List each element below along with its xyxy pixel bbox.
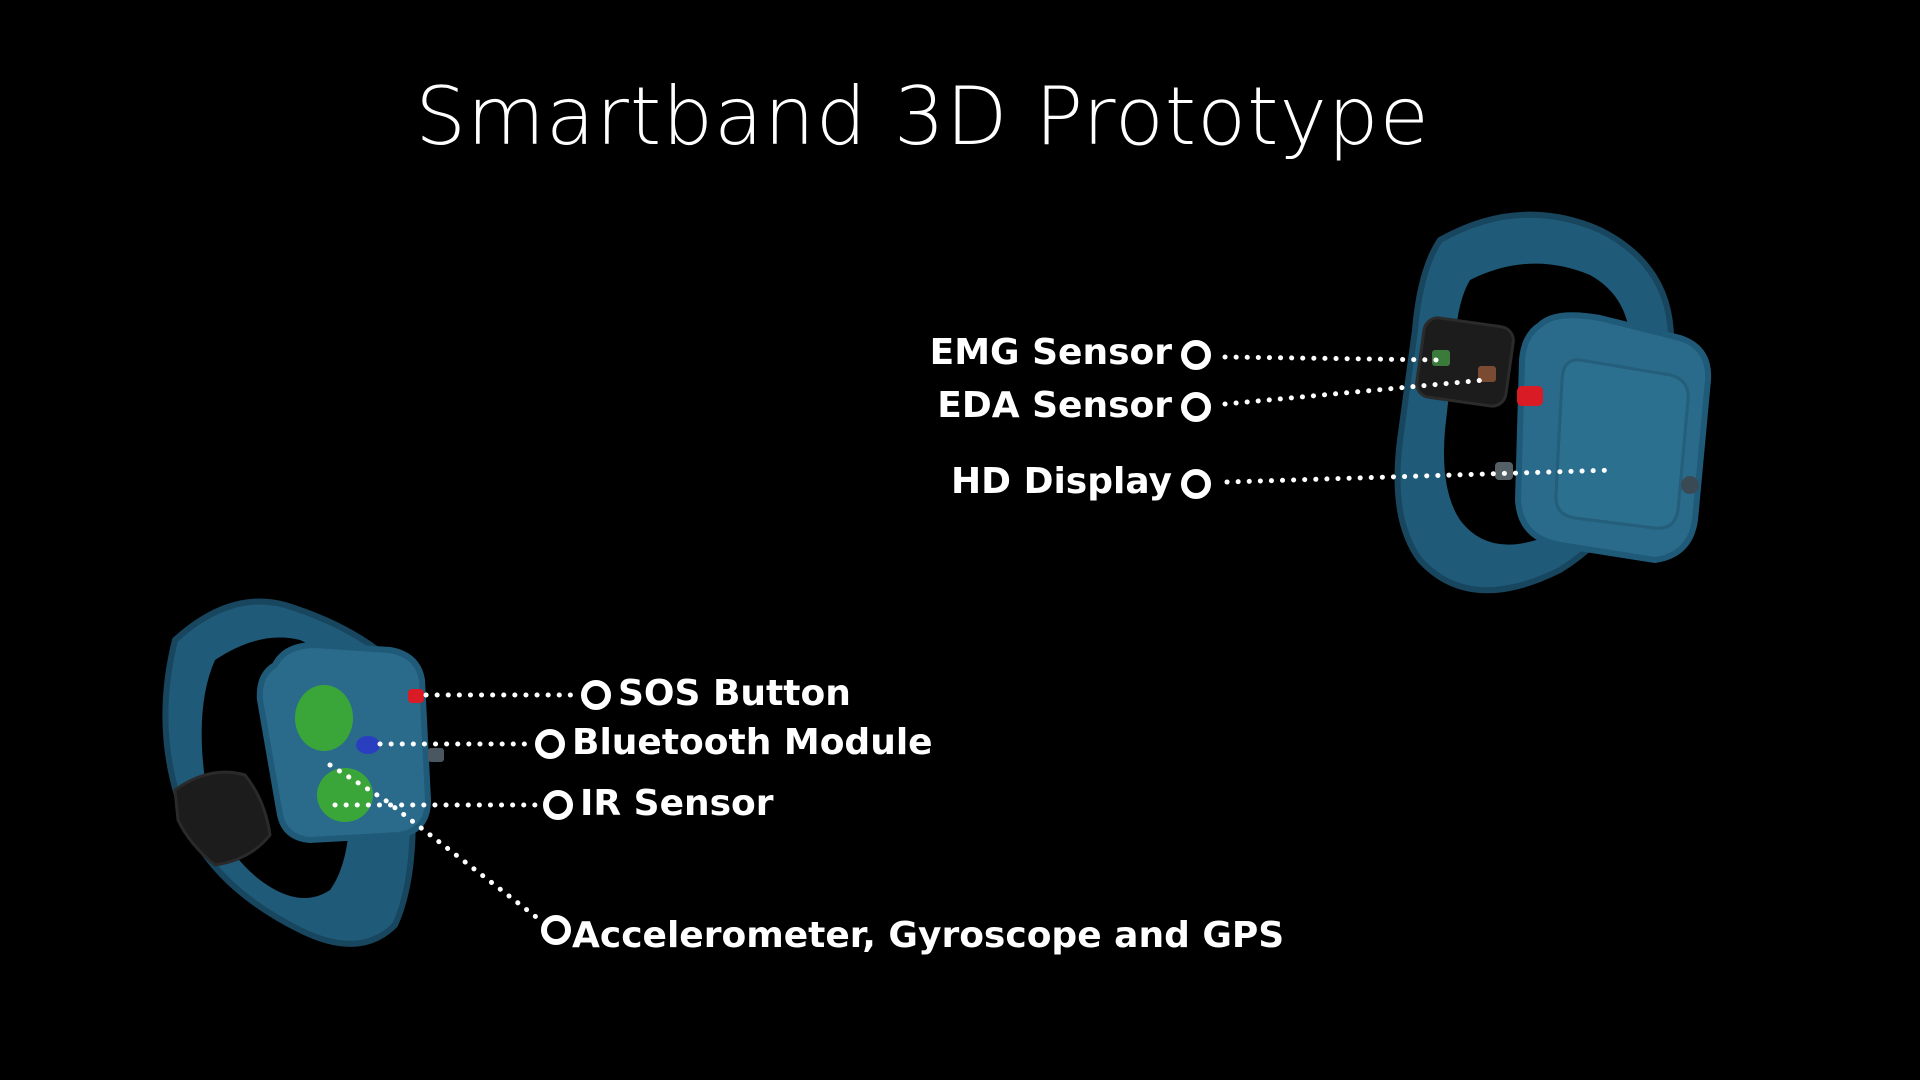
leader-node-ir	[543, 790, 573, 820]
leader-ends-top	[1181, 340, 1211, 499]
label-bluetooth-module: Bluetooth Module	[572, 722, 933, 763]
bluetooth-module-chip	[356, 736, 380, 754]
watch-screen	[1554, 358, 1690, 530]
leader-ends-bottom	[535, 680, 611, 945]
leader-display	[1224, 467, 1618, 485]
leader-lines-bottom	[327, 692, 581, 923]
side-port	[428, 748, 444, 762]
clasp	[173, 770, 272, 867]
sos-button-red	[408, 689, 424, 703]
leader-lines-top	[1222, 354, 1618, 485]
leader-node-imu	[541, 915, 571, 945]
label-hd-display: HD Display	[951, 461, 1172, 502]
label-sos-button: SOS Button	[618, 673, 851, 714]
ir-sensor-blob	[317, 768, 373, 822]
label-emg-sensor: EMG Sensor	[929, 332, 1172, 373]
side-button-red	[1517, 386, 1543, 406]
accelerometer-blob	[295, 685, 353, 751]
leader-node-emg	[1181, 340, 1211, 370]
sensor-pad	[1415, 316, 1515, 408]
leader-eda	[1222, 377, 1488, 407]
smartband-front-view	[162, 598, 444, 947]
page-title: Smartband 3D Prototype	[415, 70, 1430, 163]
leader-imu	[327, 762, 543, 923]
leader-node-display	[1181, 469, 1211, 499]
label-ir-sensor: IR Sensor	[580, 783, 774, 824]
smartband-back-view	[1394, 211, 1712, 594]
leader-emg	[1222, 354, 1443, 363]
label-accelerometer-gyroscope-gps: Accelerometer, Gyroscope and GPS	[572, 915, 1285, 956]
leader-node-eda	[1181, 392, 1211, 422]
leader-node-bluetooth	[535, 729, 565, 759]
crown-knob	[1681, 476, 1699, 494]
label-eda-sensor: EDA Sensor	[937, 385, 1172, 426]
eda-sensor-chip	[1478, 366, 1496, 382]
leader-node-sos	[581, 680, 611, 710]
watch-pod-front	[256, 641, 432, 844]
